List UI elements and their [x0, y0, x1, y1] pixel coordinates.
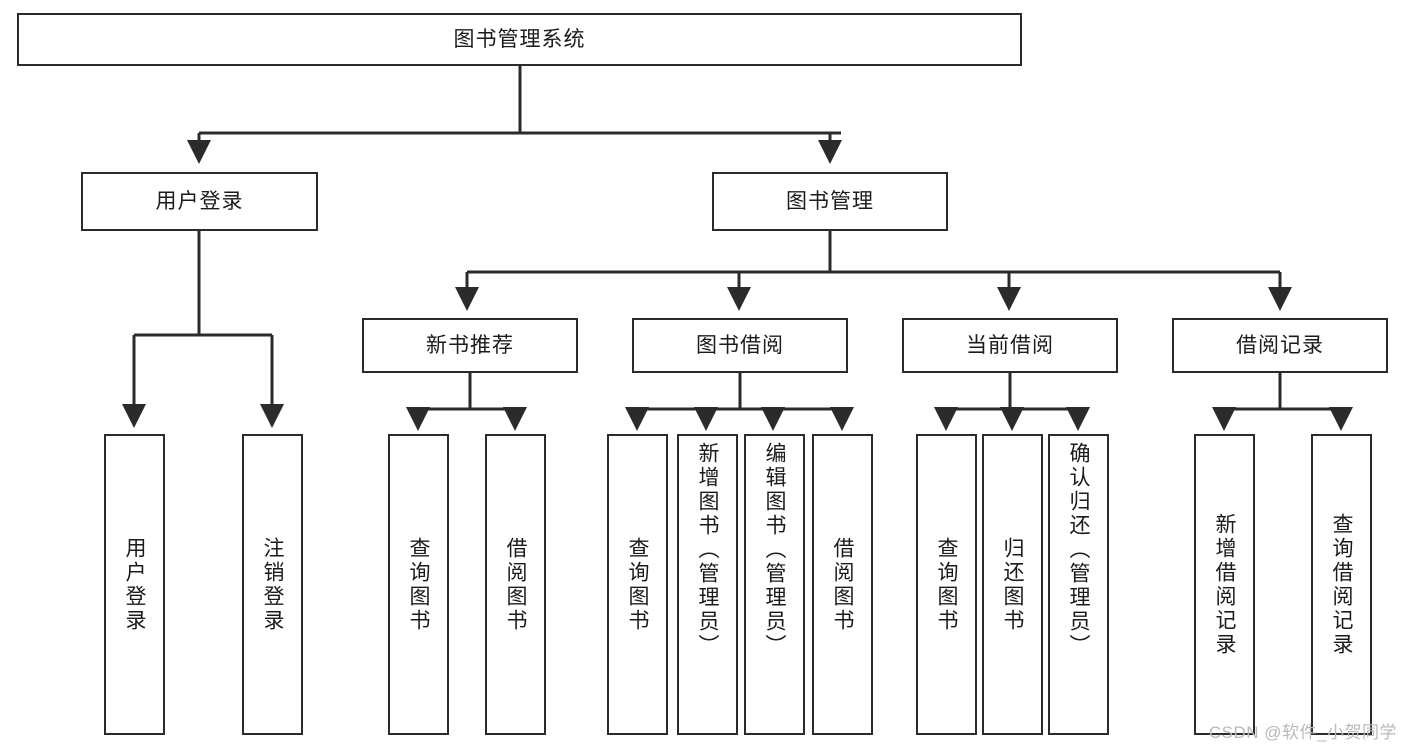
leaf-confirm-return-label: 确认归还（管理员） — [1067, 442, 1090, 658]
leaf-borrow-book-1[interactable]: 借阅图书 — [485, 434, 546, 735]
node-root-label: 图书管理系统 — [453, 27, 586, 51]
leaf-return-book-label: 归还图书 — [1001, 536, 1024, 633]
leaf-logout-login[interactable]: 注销登录 — [242, 434, 303, 735]
node-user-login-label: 用户登录 — [155, 189, 244, 213]
node-book-borrow[interactable]: 图书借阅 — [632, 318, 848, 373]
leaf-borrow-book-1-label: 借阅图书 — [504, 536, 527, 633]
node-borrow-record-label: 借阅记录 — [1236, 333, 1324, 357]
node-current-borrow[interactable]: 当前借阅 — [902, 318, 1118, 373]
leaf-return-book[interactable]: 归还图书 — [982, 434, 1043, 735]
leaf-query-book-2[interactable]: 查询图书 — [607, 434, 668, 735]
leaf-edit-book-label: 编辑图书（管理员） — [763, 442, 786, 658]
leaf-query-record-label: 查询借阅记录 — [1330, 512, 1353, 657]
leaf-logout-login-label: 注销登录 — [261, 536, 284, 633]
node-root[interactable]: 图书管理系统 — [17, 13, 1022, 66]
node-borrow-record[interactable]: 借阅记录 — [1172, 318, 1388, 373]
node-user-login[interactable]: 用户登录 — [81, 172, 318, 231]
node-book-borrow-label: 图书借阅 — [696, 333, 784, 357]
leaf-confirm-return[interactable]: 确认归还（管理员） — [1048, 434, 1109, 735]
leaf-add-book-label: 新增图书（管理员） — [696, 442, 719, 658]
leaf-borrow-book-2-label: 借阅图书 — [831, 536, 854, 633]
leaf-query-book-3[interactable]: 查询图书 — [916, 434, 977, 735]
leaf-query-book-2-label: 查询图书 — [626, 536, 649, 633]
node-book-manage-label: 图书管理 — [786, 189, 874, 213]
leaf-user-login-label: 用户登录 — [123, 536, 146, 633]
leaf-add-record-label: 新增借阅记录 — [1213, 512, 1236, 657]
csdn-watermark: CSDN @软件_小贺同学 — [1208, 723, 1397, 742]
leaf-query-book-1-label: 查询图书 — [407, 536, 430, 633]
leaf-add-record[interactable]: 新增借阅记录 — [1194, 434, 1255, 735]
leaf-edit-book[interactable]: 编辑图书（管理员） — [744, 434, 805, 735]
leaf-query-book-1[interactable]: 查询图书 — [388, 434, 449, 735]
node-book-manage[interactable]: 图书管理 — [712, 172, 948, 231]
leaf-query-book-3-label: 查询图书 — [935, 536, 958, 633]
leaf-add-book[interactable]: 新增图书（管理员） — [677, 434, 738, 735]
leaf-borrow-book-2[interactable]: 借阅图书 — [812, 434, 873, 735]
leaf-query-record[interactable]: 查询借阅记录 — [1311, 434, 1372, 735]
node-current-borrow-label: 当前借阅 — [966, 333, 1054, 357]
node-new-book-recommend[interactable]: 新书推荐 — [362, 318, 578, 373]
leaf-user-login[interactable]: 用户登录 — [104, 434, 165, 735]
node-new-book-recommend-label: 新书推荐 — [426, 333, 514, 357]
